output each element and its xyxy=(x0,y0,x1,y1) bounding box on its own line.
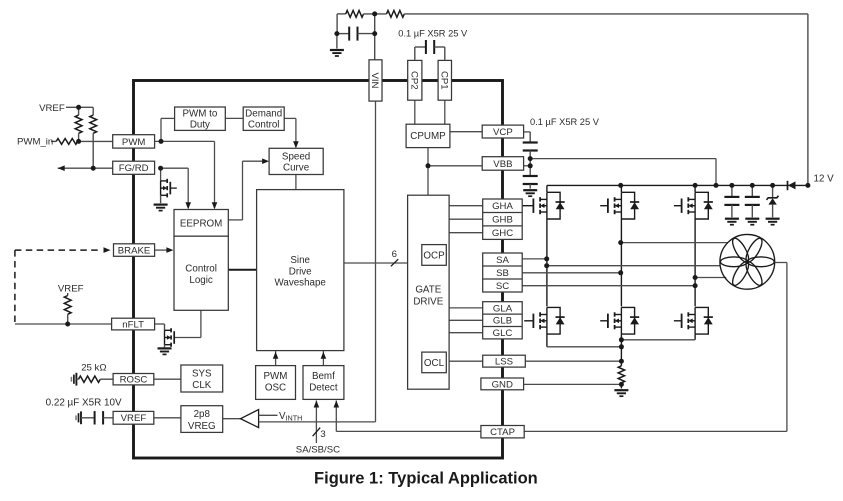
svg-text:12 V: 12 V xyxy=(814,174,835,185)
svg-text:6: 6 xyxy=(392,249,397,260)
svg-text:0.1 µF X5R 25 V: 0.1 µF X5R 25 V xyxy=(398,28,468,38)
svg-text:VINTH: VINTH xyxy=(279,411,302,423)
svg-text:FG/RD: FG/RD xyxy=(119,163,149,174)
svg-text:Waveshape: Waveshape xyxy=(275,278,327,289)
svg-text:SB: SB xyxy=(496,268,509,279)
svg-text:OSC: OSC xyxy=(265,383,286,394)
svg-text:Curve: Curve xyxy=(283,162,310,173)
svg-text:GLC: GLC xyxy=(493,328,513,339)
svg-text:VBB: VBB xyxy=(493,159,512,170)
svg-text:EEPROM: EEPROM xyxy=(180,218,222,229)
svg-text:CP1: CP1 xyxy=(438,71,449,90)
svg-text:Detect: Detect xyxy=(309,383,338,394)
svg-text:GHC: GHC xyxy=(492,228,513,239)
svg-text:PWM to: PWM to xyxy=(182,109,217,120)
svg-text:2p8: 2p8 xyxy=(194,409,211,420)
svg-text:PWM: PWM xyxy=(264,371,288,382)
svg-text:VCP: VCP xyxy=(493,127,513,138)
svg-text:CP2: CP2 xyxy=(408,71,419,90)
svg-text:VREF: VREF xyxy=(121,413,147,424)
svg-text:VREF: VREF xyxy=(58,284,84,295)
svg-text:Drive: Drive xyxy=(289,266,312,277)
svg-text:0.22 µF X5R 10V: 0.22 µF X5R 10V xyxy=(46,397,122,408)
svg-text:ROSC: ROSC xyxy=(120,375,148,386)
svg-text:SC: SC xyxy=(496,281,509,292)
svg-text:Control: Control xyxy=(248,120,280,131)
svg-text:GHB: GHB xyxy=(492,215,513,226)
svg-text:0.1 µF X5R 25 V: 0.1 µF X5R 25 V xyxy=(530,117,600,127)
svg-text:CPUMP: CPUMP xyxy=(410,131,446,142)
svg-text:nFLT: nFLT xyxy=(122,319,144,330)
svg-text:SA/SB/SC: SA/SB/SC xyxy=(296,444,340,455)
svg-text:GHA: GHA xyxy=(492,201,513,212)
svg-text:OCP: OCP xyxy=(423,250,445,261)
svg-text:Duty: Duty xyxy=(190,120,210,131)
svg-text:Sine: Sine xyxy=(290,255,310,266)
svg-text:Logic: Logic xyxy=(189,275,213,286)
svg-text:BRAKE: BRAKE xyxy=(118,245,151,256)
svg-text:GATE: GATE xyxy=(415,284,441,295)
svg-text:PWM: PWM xyxy=(122,137,145,148)
svg-text:GLA: GLA xyxy=(493,303,513,314)
svg-text:LSS: LSS xyxy=(495,357,513,368)
svg-text:Bemf: Bemf xyxy=(312,371,335,382)
svg-text:Demand: Demand xyxy=(245,109,282,120)
svg-text:GND: GND xyxy=(492,379,513,390)
svg-text:PWM_in: PWM_in xyxy=(17,136,53,147)
svg-text:SA: SA xyxy=(496,255,509,266)
svg-text:CTAP: CTAP xyxy=(490,427,515,438)
svg-text:VREF: VREF xyxy=(39,103,65,114)
svg-text:Figure 1: Typical Application: Figure 1: Typical Application xyxy=(314,470,538,488)
svg-text:25 kΩ: 25 kΩ xyxy=(81,363,106,374)
svg-text:3: 3 xyxy=(320,429,325,440)
svg-text:VIN: VIN xyxy=(369,72,380,88)
svg-text:Speed: Speed xyxy=(282,151,310,162)
svg-text:CLK: CLK xyxy=(192,380,212,391)
svg-text:OCL: OCL xyxy=(424,358,445,369)
svg-text:SYS: SYS xyxy=(192,368,212,379)
svg-text:VREG: VREG xyxy=(188,421,216,432)
svg-text:DRIVE: DRIVE xyxy=(413,296,443,307)
svg-text:Control: Control xyxy=(185,264,217,275)
svg-text:GLB: GLB xyxy=(493,316,512,327)
